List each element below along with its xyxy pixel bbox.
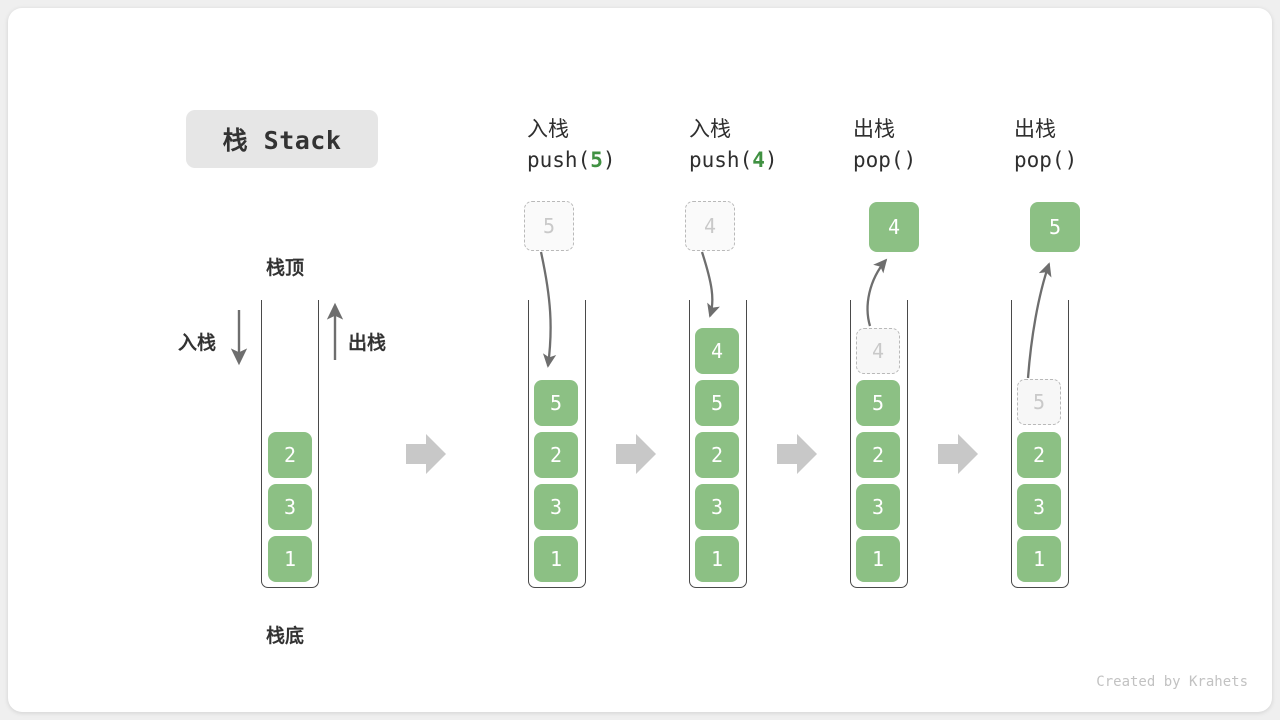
stack-bottom-label: 栈底 [266,625,305,647]
stack-cell: 3 [268,484,312,530]
column-header-push-5: 入栈 push(5) [527,114,616,176]
step-arrow [938,434,978,474]
column-header-cn: 出栈 [853,117,895,141]
step-arrow [616,434,656,474]
stack-cell: 3 [856,484,900,530]
step-arrow [406,434,446,474]
pop-side-label: 出栈 [348,332,387,354]
column-header-code-prefix: pop( [1014,148,1065,172]
column-header-cn: 入栈 [527,117,569,141]
stack-top-label: 栈顶 [266,257,305,279]
stack-container-pop-1 [850,300,908,588]
column-header-code-suffix: ) [764,148,778,172]
stack-cell: 1 [268,536,312,582]
column-header-cn: 出栈 [1014,117,1056,141]
stack-cell: 2 [695,432,739,478]
stack-cell: 2 [534,432,578,478]
stack-cell: 3 [1017,484,1061,530]
stack-container-push-5 [528,300,586,588]
stack-cell: 1 [695,536,739,582]
stack-cell: 4 [695,328,739,374]
diagram-stage: 栈 Stack 栈顶 入栈 出栈 栈底 2 3 1 入栈 push(5) 5 5… [8,8,1272,712]
column-header-code-suffix: ) [602,148,616,172]
stack-cell: 1 [534,536,578,582]
diagram-card: 栈 Stack 栈顶 入栈 出栈 栈底 2 3 1 入栈 push(5) 5 5… [8,8,1272,712]
stack-cell: 2 [268,432,312,478]
stack-cell: 1 [856,536,900,582]
floating-ghost-cell: 5 [524,201,574,251]
page-title: 栈 Stack [186,110,378,168]
ghost-cell-in-stack: 5 [1017,379,1061,425]
column-header-code-prefix: push( [689,148,753,172]
stack-container-pop-2 [1011,300,1069,588]
stack-cell: 5 [534,380,578,426]
column-header-code-suffix: ) [903,148,917,172]
stack-cell: 1 [1017,536,1061,582]
column-header-push-4: 入栈 push(4) [689,114,778,176]
column-header-code-prefix: push( [527,148,591,172]
pop-result-cell: 4 [869,202,919,252]
column-header-code-prefix: pop( [853,148,904,172]
pop-result-cell: 5 [1030,202,1080,252]
stack-cell: 2 [856,432,900,478]
column-header-code-arg: 4 [752,148,765,172]
stack-cell: 5 [695,380,739,426]
column-header-cn: 入栈 [689,117,731,141]
push-side-label: 入栈 [178,332,217,354]
column-header-pop-1: 出栈 pop() [853,114,916,176]
column-header-code-arg: 5 [590,148,603,172]
floating-ghost-cell: 4 [685,201,735,251]
stack-cell: 2 [1017,432,1061,478]
column-header-pop-2: 出栈 pop() [1014,114,1077,176]
stack-cell: 3 [534,484,578,530]
stack-cell: 3 [695,484,739,530]
footer-credit: Created by Krahets [1096,674,1248,690]
ghost-cell-in-stack: 4 [856,328,900,374]
column-header-code-suffix: ) [1064,148,1078,172]
stack-container-push-4 [689,300,747,588]
stack-cell: 5 [856,380,900,426]
step-arrow [777,434,817,474]
stack-container-initial [261,300,319,588]
